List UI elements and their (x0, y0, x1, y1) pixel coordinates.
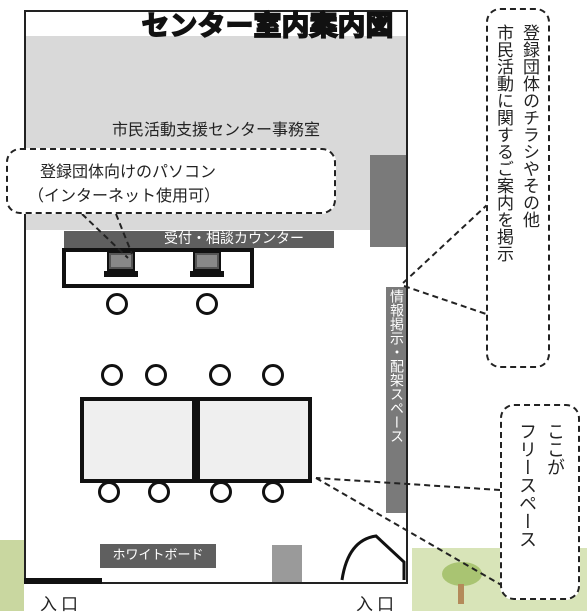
pc-callout-line1: 登録団体向けのパソコン (40, 162, 217, 181)
stool (148, 481, 170, 503)
stool (196, 293, 218, 315)
entrance-left-label: 入口 (40, 595, 82, 615)
door-swing-icon (340, 534, 406, 581)
right-cabinet (370, 155, 406, 247)
free-callout-line2: フリースペース (516, 422, 537, 548)
info-callout-line1: 登録団体のチラシやその他 (519, 24, 539, 228)
stool (262, 364, 284, 386)
meeting-table-left (80, 397, 196, 483)
tree-icon (442, 562, 482, 586)
stool (210, 481, 232, 503)
meeting-table-right (196, 397, 312, 483)
info-board: 情報掲示・配架スペース (386, 287, 406, 513)
pc-callout-line2: （インターネット使用可） (28, 186, 221, 205)
free-space-callout: ここが フリースペース (500, 404, 580, 600)
page-title: センター室内案内図 (141, 10, 394, 43)
bottom-cabinet (272, 545, 302, 582)
stool (106, 293, 128, 315)
info-callout: 登録団体のチラシやその他 市民活動に関するご案内を掲示 (486, 8, 550, 368)
entrance-right-label: 入口 (356, 595, 398, 615)
free-callout-line1: ここが (544, 422, 565, 476)
reception-counter: 受付・相談カウンター (64, 231, 334, 248)
title-banner: センター室内案内図 (141, 4, 394, 43)
info-callout-line2: 市民活動に関するご案内を掲示 (493, 24, 513, 262)
stool (101, 364, 123, 386)
whiteboard: ホワイトボード (100, 544, 216, 568)
tree-trunk (458, 584, 464, 604)
background-scenery-left (0, 540, 24, 611)
pc-callout: 登録団体向けのパソコン （インターネット使用可） (6, 148, 336, 214)
stool (145, 364, 167, 386)
office-label: 市民活動支援センター事務室 (111, 120, 320, 139)
stool (262, 481, 284, 503)
stool (209, 364, 231, 386)
laptop-icon-left (104, 251, 138, 277)
stool (98, 481, 120, 503)
entrance-left-marker (24, 578, 102, 584)
laptop-icon-right (190, 251, 224, 277)
